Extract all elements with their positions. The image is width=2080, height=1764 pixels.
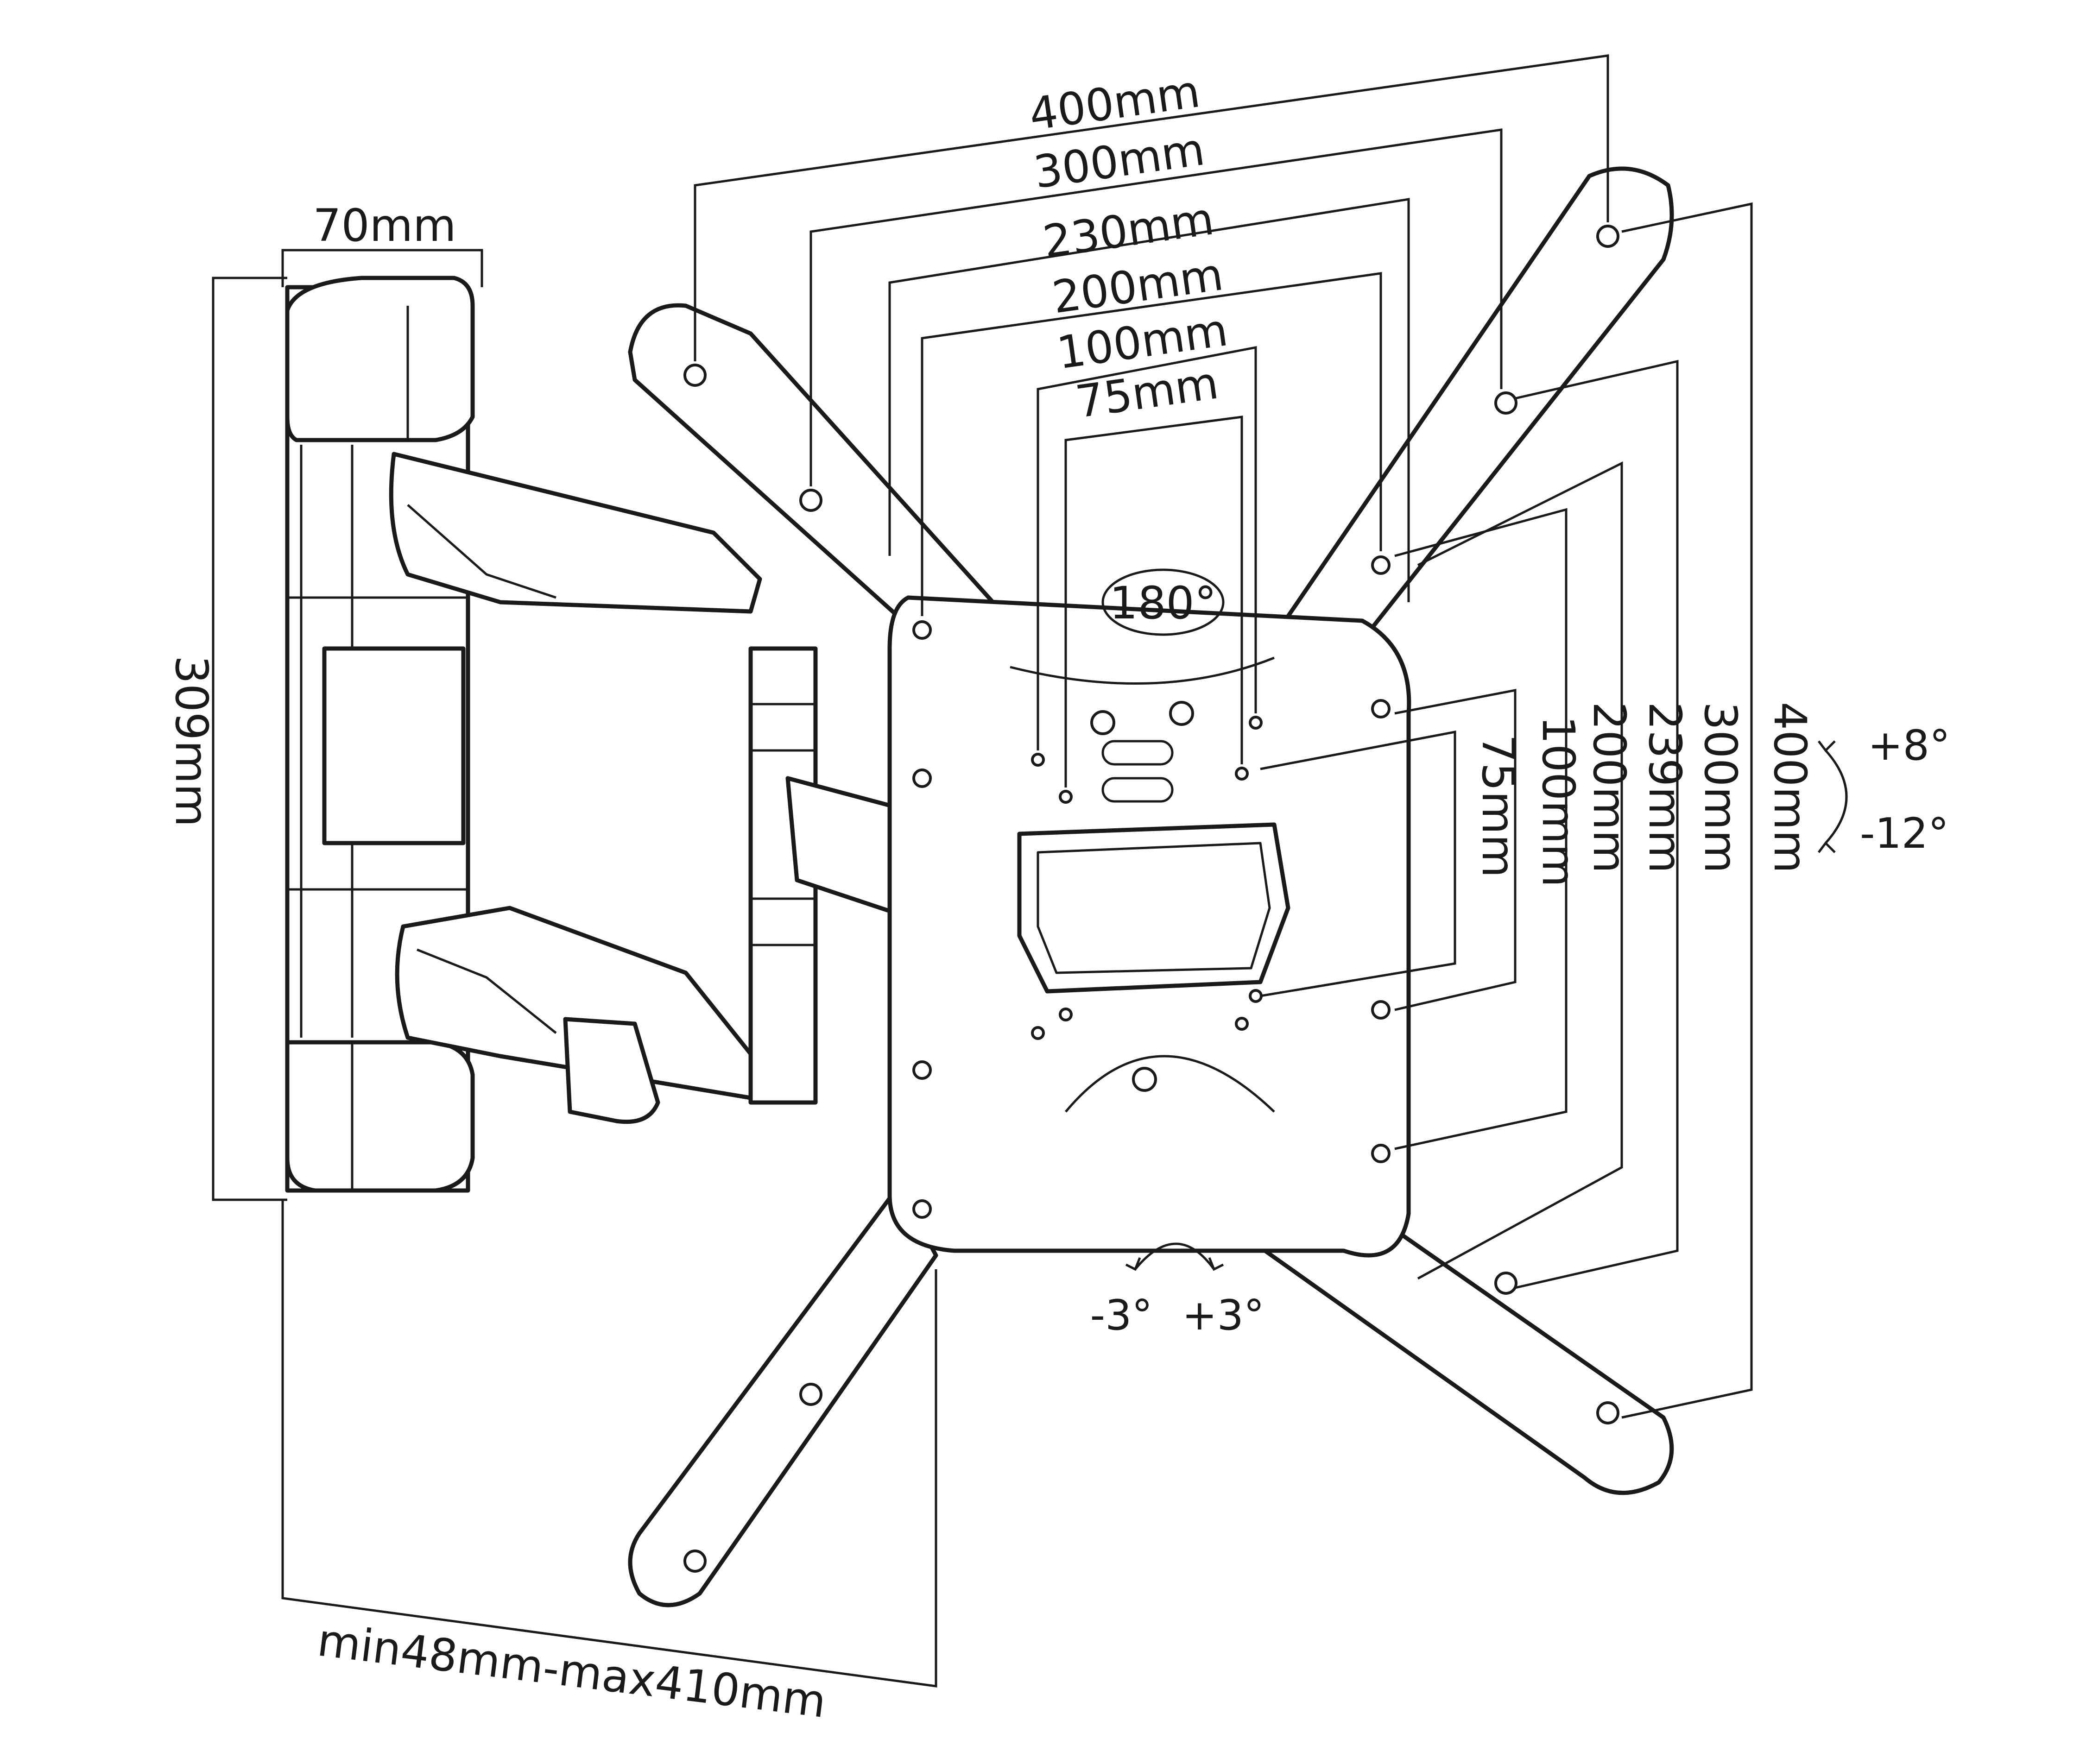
wall-plate (285, 276, 475, 1193)
label-swivel-right: +3° (1182, 1291, 1264, 1340)
swivel-arrow (1134, 1242, 1215, 1270)
articulating-arms (389, 452, 948, 1124)
label-tilt-up: +8° (1868, 721, 1950, 770)
label-extension: min48mm-max410mm (315, 1614, 829, 1728)
label-tilt-down: -12° (1860, 809, 1949, 858)
label-height-75: 75mm (1472, 734, 1524, 877)
dimension-lines (212, 54, 1753, 1688)
vesa-bracket (628, 166, 1674, 1607)
label-height-100: 100mm (1532, 716, 1584, 887)
label-height-239: 239mm (1639, 702, 1691, 873)
label-swivel-left: -3° (1090, 1291, 1153, 1340)
label-plate-height: 309mm (165, 655, 217, 827)
label-rotation-180: 180° (1109, 577, 1216, 629)
label-plate-width: 70mm (313, 200, 456, 252)
label-height-300: 300mm (1694, 702, 1746, 873)
label-height-200: 200mm (1583, 702, 1635, 873)
rotation-180-badge (1101, 568, 1225, 636)
label-height-400: 400mm (1764, 702, 1816, 873)
tilt-arrow (1825, 750, 1848, 844)
rotation-indicators (1101, 568, 1848, 1271)
